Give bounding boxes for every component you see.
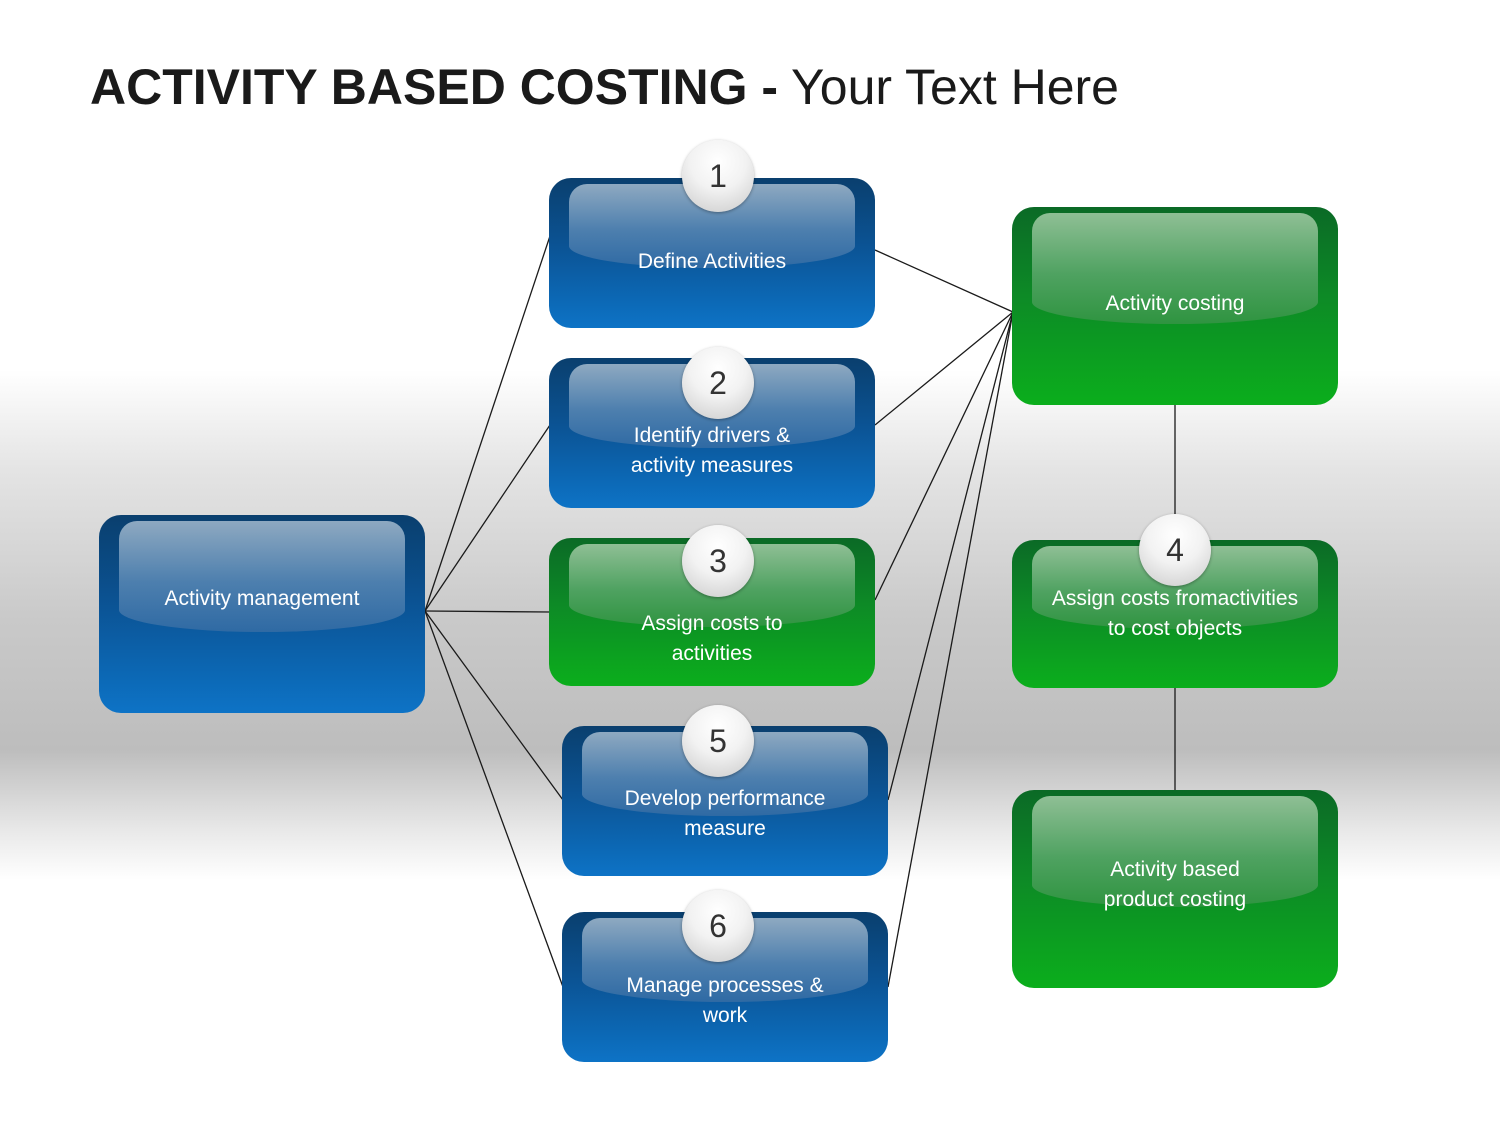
product-costing-label: Activity based product costing [1018,855,1332,915]
manage-processes-line-2: work [702,1004,748,1027]
page-title: ACTIVITY BASED COSTING - Your Text Here [90,59,1119,115]
develop-performance-line-1: Develop performance [624,787,826,810]
assign-costs-activities-line-1: Assign costs to [641,612,783,635]
step-badge-1: 1 [682,140,754,212]
activity-management-box: Activity management [99,515,425,713]
activity-costing-label: Activity costing [1105,292,1245,315]
develop-performance-label: Develop performance measure [568,784,882,844]
step-badge-2: 2 [682,347,754,419]
step-badge-4: 4 [1139,514,1211,586]
assign-costs-objects-label: Assign costs fromactivities to cost obje… [1018,584,1332,644]
assign-costs-activities-line-2: activities [671,642,753,665]
define-activities-box: Define Activities [549,178,875,328]
step-badge-6: 6 [682,890,754,962]
assign-costs-activities-label: Assign costs to activities [555,609,869,669]
product-costing-box: Activity based product costing [1012,790,1338,988]
identify-drivers-label: Identify drivers & activity measures [555,421,869,481]
gloss-highlight [1032,796,1318,907]
assign-costs-objects-line-1: Assign costs fromactivities [1051,587,1299,610]
step-badge-5: 5 [682,705,754,777]
product-costing-line-2: product costing [1103,888,1247,911]
activity-management-label: Activity management [164,587,360,610]
step-badge-3: 3 [682,525,754,597]
assign-costs-objects-line-2: to cost objects [1107,617,1243,640]
gloss-highlight [1032,213,1318,324]
develop-performance-line-2: measure [684,817,766,840]
develop-performance-box: Develop performance measure [562,726,888,876]
product-costing-line-1: Activity based [1110,858,1240,881]
identify-drivers-line-2: activity measures [630,454,794,477]
define-activities-label: Define Activities [637,250,787,273]
manage-processes-box: Manage processes & work [562,912,888,1062]
manage-processes-label: Manage processes & work [568,971,882,1031]
activity-costing-box: Activity costing [1012,207,1338,405]
manage-processes-line-1: Manage processes & [626,974,824,997]
identify-drivers-line-1: Identify drivers & [633,424,791,447]
gloss-highlight [119,521,405,632]
